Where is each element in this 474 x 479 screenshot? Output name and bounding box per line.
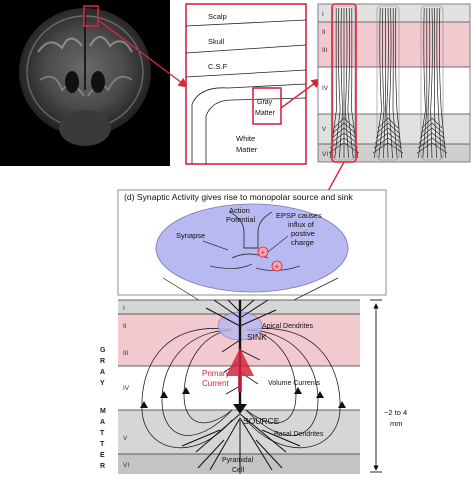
gm-letter-A2: A xyxy=(100,419,105,426)
col-layer-VI: VI xyxy=(322,151,328,158)
action-potential-label-1: Action xyxy=(229,206,250,215)
neuron-column xyxy=(328,5,360,161)
pyramidal-cell-label-1: Pyramidal xyxy=(222,457,254,464)
layer-I-label: I xyxy=(123,305,125,312)
col-layer-I: I xyxy=(322,11,324,18)
positive-ion-sign-1: + xyxy=(261,248,266,257)
zoom-connector-1 xyxy=(97,19,189,88)
volume-currents-label: Volume Currents xyxy=(268,380,321,387)
volume-current-loops xyxy=(141,328,341,449)
gm-letter-T1: T xyxy=(100,430,105,437)
thickness-label-2: mm xyxy=(390,419,403,428)
mri-zoom-box xyxy=(83,5,99,27)
positive-ion-sign-2: + xyxy=(275,262,280,271)
zoom-connector-2 xyxy=(280,78,322,109)
epsp-label-4: charge xyxy=(291,238,314,247)
basal-dendrites-label: Basal Dendrites xyxy=(274,431,324,438)
layer-III-label: III xyxy=(123,350,129,357)
neuron-column xyxy=(372,5,404,161)
gm-letter-R2: R xyxy=(100,463,105,470)
positive-ion-2 xyxy=(271,260,283,272)
gm-letter-E: E xyxy=(100,452,105,459)
gray-matter-zoom-box xyxy=(252,87,282,125)
synapse-label: Synapse xyxy=(176,231,205,240)
gm-letter-Y: Y xyxy=(100,380,105,387)
tissue-panel: Scalp Skull C.S.F Gray Matter White Matt… xyxy=(185,3,307,165)
layer-V-label: V xyxy=(123,435,128,442)
gm-letter-M: M xyxy=(100,408,106,415)
gm-letter-G: G xyxy=(100,347,106,354)
col-layer-II: II xyxy=(322,29,326,36)
neuron-column xyxy=(416,5,448,161)
layer-IV-label: IV xyxy=(123,385,130,392)
pyramidal-soma xyxy=(233,404,247,414)
thickness-label-1: ~2 to 4 xyxy=(384,408,407,417)
layer-VI-label: VI xyxy=(123,462,129,469)
thickness-scale: ~2 to 4 mm xyxy=(370,299,412,473)
gray-matter-label-1: Gray xyxy=(257,99,273,106)
epsp-label-2: influx of xyxy=(288,220,315,229)
epsp-label-3: postive xyxy=(291,229,315,238)
col-layer-IV: IV xyxy=(322,85,329,92)
action-potential-label-2: Potential xyxy=(226,215,256,224)
gm-letter-R: R xyxy=(100,358,105,365)
positive-ion-1 xyxy=(257,246,269,258)
col-layer-III: III xyxy=(322,47,328,54)
skull-label: Skull xyxy=(208,37,225,46)
pyramidal-cell-label-2: Cell xyxy=(232,467,245,474)
synapse-title: (d) Synaptic Activity gives rise to mono… xyxy=(124,192,353,202)
gm-letter-T2: T xyxy=(100,441,105,448)
scalp-label: Scalp xyxy=(208,12,227,21)
apical-dendrites-label: Apical Dendrites xyxy=(262,323,313,330)
sink-label: SINK xyxy=(247,332,267,342)
col-layer-V: V xyxy=(322,126,327,133)
white-matter-label-2: Matter xyxy=(236,145,258,154)
neuron-columns xyxy=(328,5,448,161)
primary-current-label-1: Primary xyxy=(202,369,230,378)
csf-label: C.S.F xyxy=(208,62,228,71)
epsp-label-1: EPSP causes xyxy=(276,211,322,220)
axon-terminal xyxy=(229,211,273,249)
columns-panel: I II III IV V VI xyxy=(317,3,471,163)
white-matter-label-1: White xyxy=(236,134,255,143)
gray-matter-label-2: Matter xyxy=(255,110,276,117)
gray-matter-vertical-label: G R A Y M A T T E R xyxy=(100,347,106,470)
primary-current-label-2: Current xyxy=(202,379,229,388)
source-label: SOURCE xyxy=(243,416,280,426)
volume-current-arrowheads xyxy=(140,387,346,408)
mri-panel xyxy=(0,0,170,166)
layer-II-label: II xyxy=(123,323,127,330)
gm-letter-A1: A xyxy=(100,369,105,376)
synapse-panel: (d) Synaptic Activity gives rise to mono… xyxy=(117,189,387,296)
dipole-panel: I II III IV V VI G R A Y M A T T E R xyxy=(100,299,412,474)
